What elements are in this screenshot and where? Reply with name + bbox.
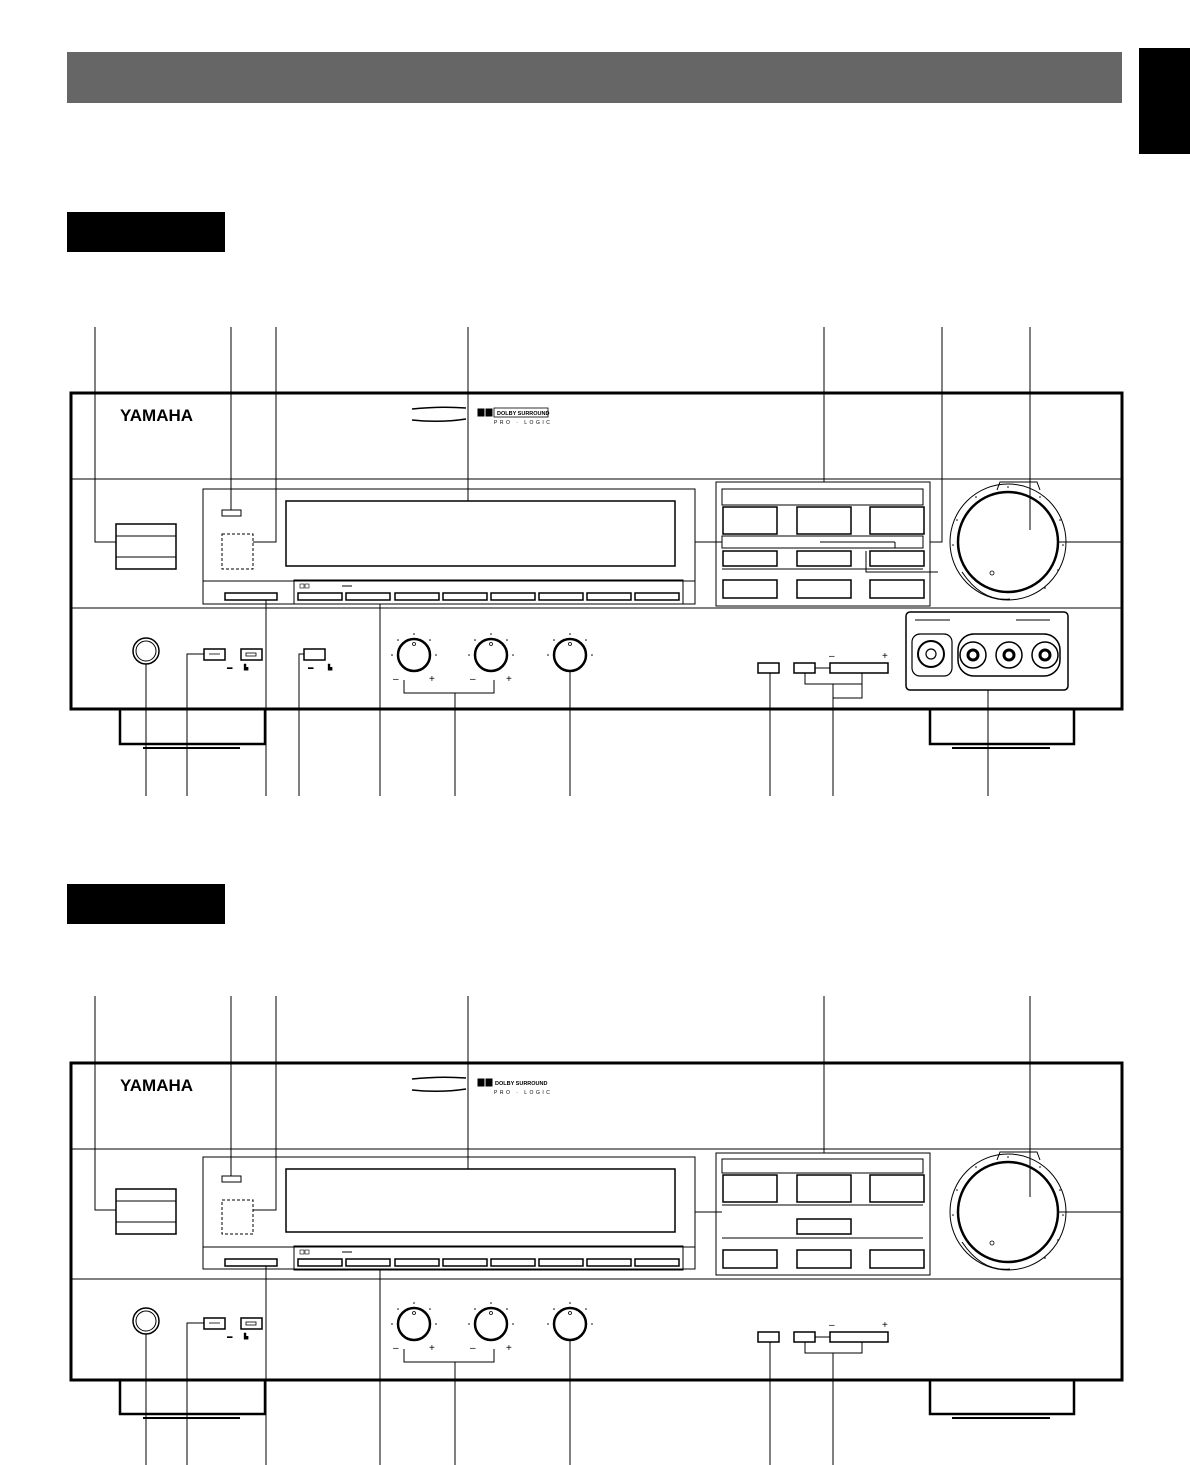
volume-scale-dots [952,1156,1064,1259]
treble-plus: + [506,1343,512,1354]
effect-button[interactable] [224,592,278,601]
standby-indicator [221,509,242,517]
header-bar [67,52,1122,103]
treble-minus: – [470,1343,476,1354]
svg-text:▬: ▬ [227,1334,233,1340]
knob-scale-dots [391,1302,593,1325]
tuning-mode-button[interactable] [757,662,780,674]
knob-scale-dots [391,633,593,656]
volume-scale-dots [952,486,1064,589]
treble-knob[interactable] [473,637,509,673]
brand-logo: YAMAHA [120,1076,193,1095]
video-aux-inputs[interactable] [905,611,1069,691]
right-foot [928,1380,1076,1416]
svg-text:▙: ▙ [243,663,249,671]
dolby-logo-line1: DOLBY SURROUND [495,1081,547,1087]
dsp-program-buttons[interactable] [297,1258,680,1267]
front-panel-diagram-top: YAMAHA DOLBY SURROUND PRO · LOGIC [0,320,1190,800]
display-panel [202,1156,696,1270]
preset-button[interactable] [793,1331,816,1343]
level-plus: + [882,1320,888,1331]
svg-text:▙: ▙ [327,663,333,671]
section-label-bottom [67,884,225,924]
level-control[interactable] [829,662,889,674]
power-button[interactable] [115,1188,177,1235]
volume-knob[interactable] [949,1151,1067,1271]
preset-button[interactable] [793,662,816,674]
dolby-logo-line1: DOLBY SURROUND [497,411,549,417]
display-window [285,500,676,567]
bass-minus: – [393,674,399,685]
power-button[interactable] [115,523,177,570]
tuning-mode-button[interactable] [757,1331,780,1343]
volume-knob[interactable] [949,481,1067,601]
tone-bypass-switch[interactable] [303,648,326,661]
brand-logo: YAMAHA [120,406,193,425]
level-plus: + [882,651,888,662]
phones-jack[interactable] [132,1307,160,1335]
language-tab [1139,48,1190,154]
callout-lines-top [94,327,1122,543]
display-panel [202,488,696,605]
bass-plus: + [429,674,435,685]
front-panel-diagram-bottom: YAMAHA DOLBY SURROUND PRO · LOGIC [0,992,1190,1465]
bass-minus: – [393,1343,399,1354]
effect-button[interactable] [224,1258,278,1267]
right-foot [928,709,1076,746]
level-minus: – [829,1320,835,1331]
svg-text:▬: ▬ [308,665,314,671]
dolby-logo-line2: PRO · LOGIC [494,1090,552,1096]
callout-lines-top [94,996,1122,1213]
bass-knob[interactable] [396,637,432,673]
level-control[interactable] [829,1331,889,1343]
display-window [285,1168,676,1233]
input-selector-panel [715,1152,931,1276]
phones-jack[interactable] [132,637,160,665]
section-label-top [67,212,225,252]
left-foot [118,709,267,746]
svg-text:▙: ▙ [243,1332,249,1340]
svg-text:▬: ▬ [227,665,233,671]
speakers-switches[interactable] [203,1317,263,1330]
dolby-logo-line2: PRO · LOGIC [494,420,552,426]
bass-knob[interactable] [396,1306,432,1342]
speakers-switches[interactable] [203,648,263,661]
left-foot [118,1380,267,1416]
remote-sensor [221,533,254,570]
callout-lines-bottom [145,1266,863,1465]
input-selector-panel [715,481,931,607]
input-selector-buttons[interactable] [722,1174,925,1269]
balance-knob[interactable] [552,637,588,673]
treble-plus: + [506,674,512,685]
callout-lines-bottom [145,600,989,796]
standby-indicator [221,1175,242,1183]
treble-knob[interactable] [473,1306,509,1342]
chassis [69,1061,1124,1382]
input-selector-buttons[interactable] [722,506,925,599]
bass-plus: + [429,1343,435,1354]
balance-knob[interactable] [552,1306,588,1342]
dsp-program-buttons[interactable] [297,592,680,601]
remote-sensor [221,1199,254,1235]
chassis [69,391,1124,711]
level-minus: – [829,651,835,662]
treble-minus: – [470,674,476,685]
